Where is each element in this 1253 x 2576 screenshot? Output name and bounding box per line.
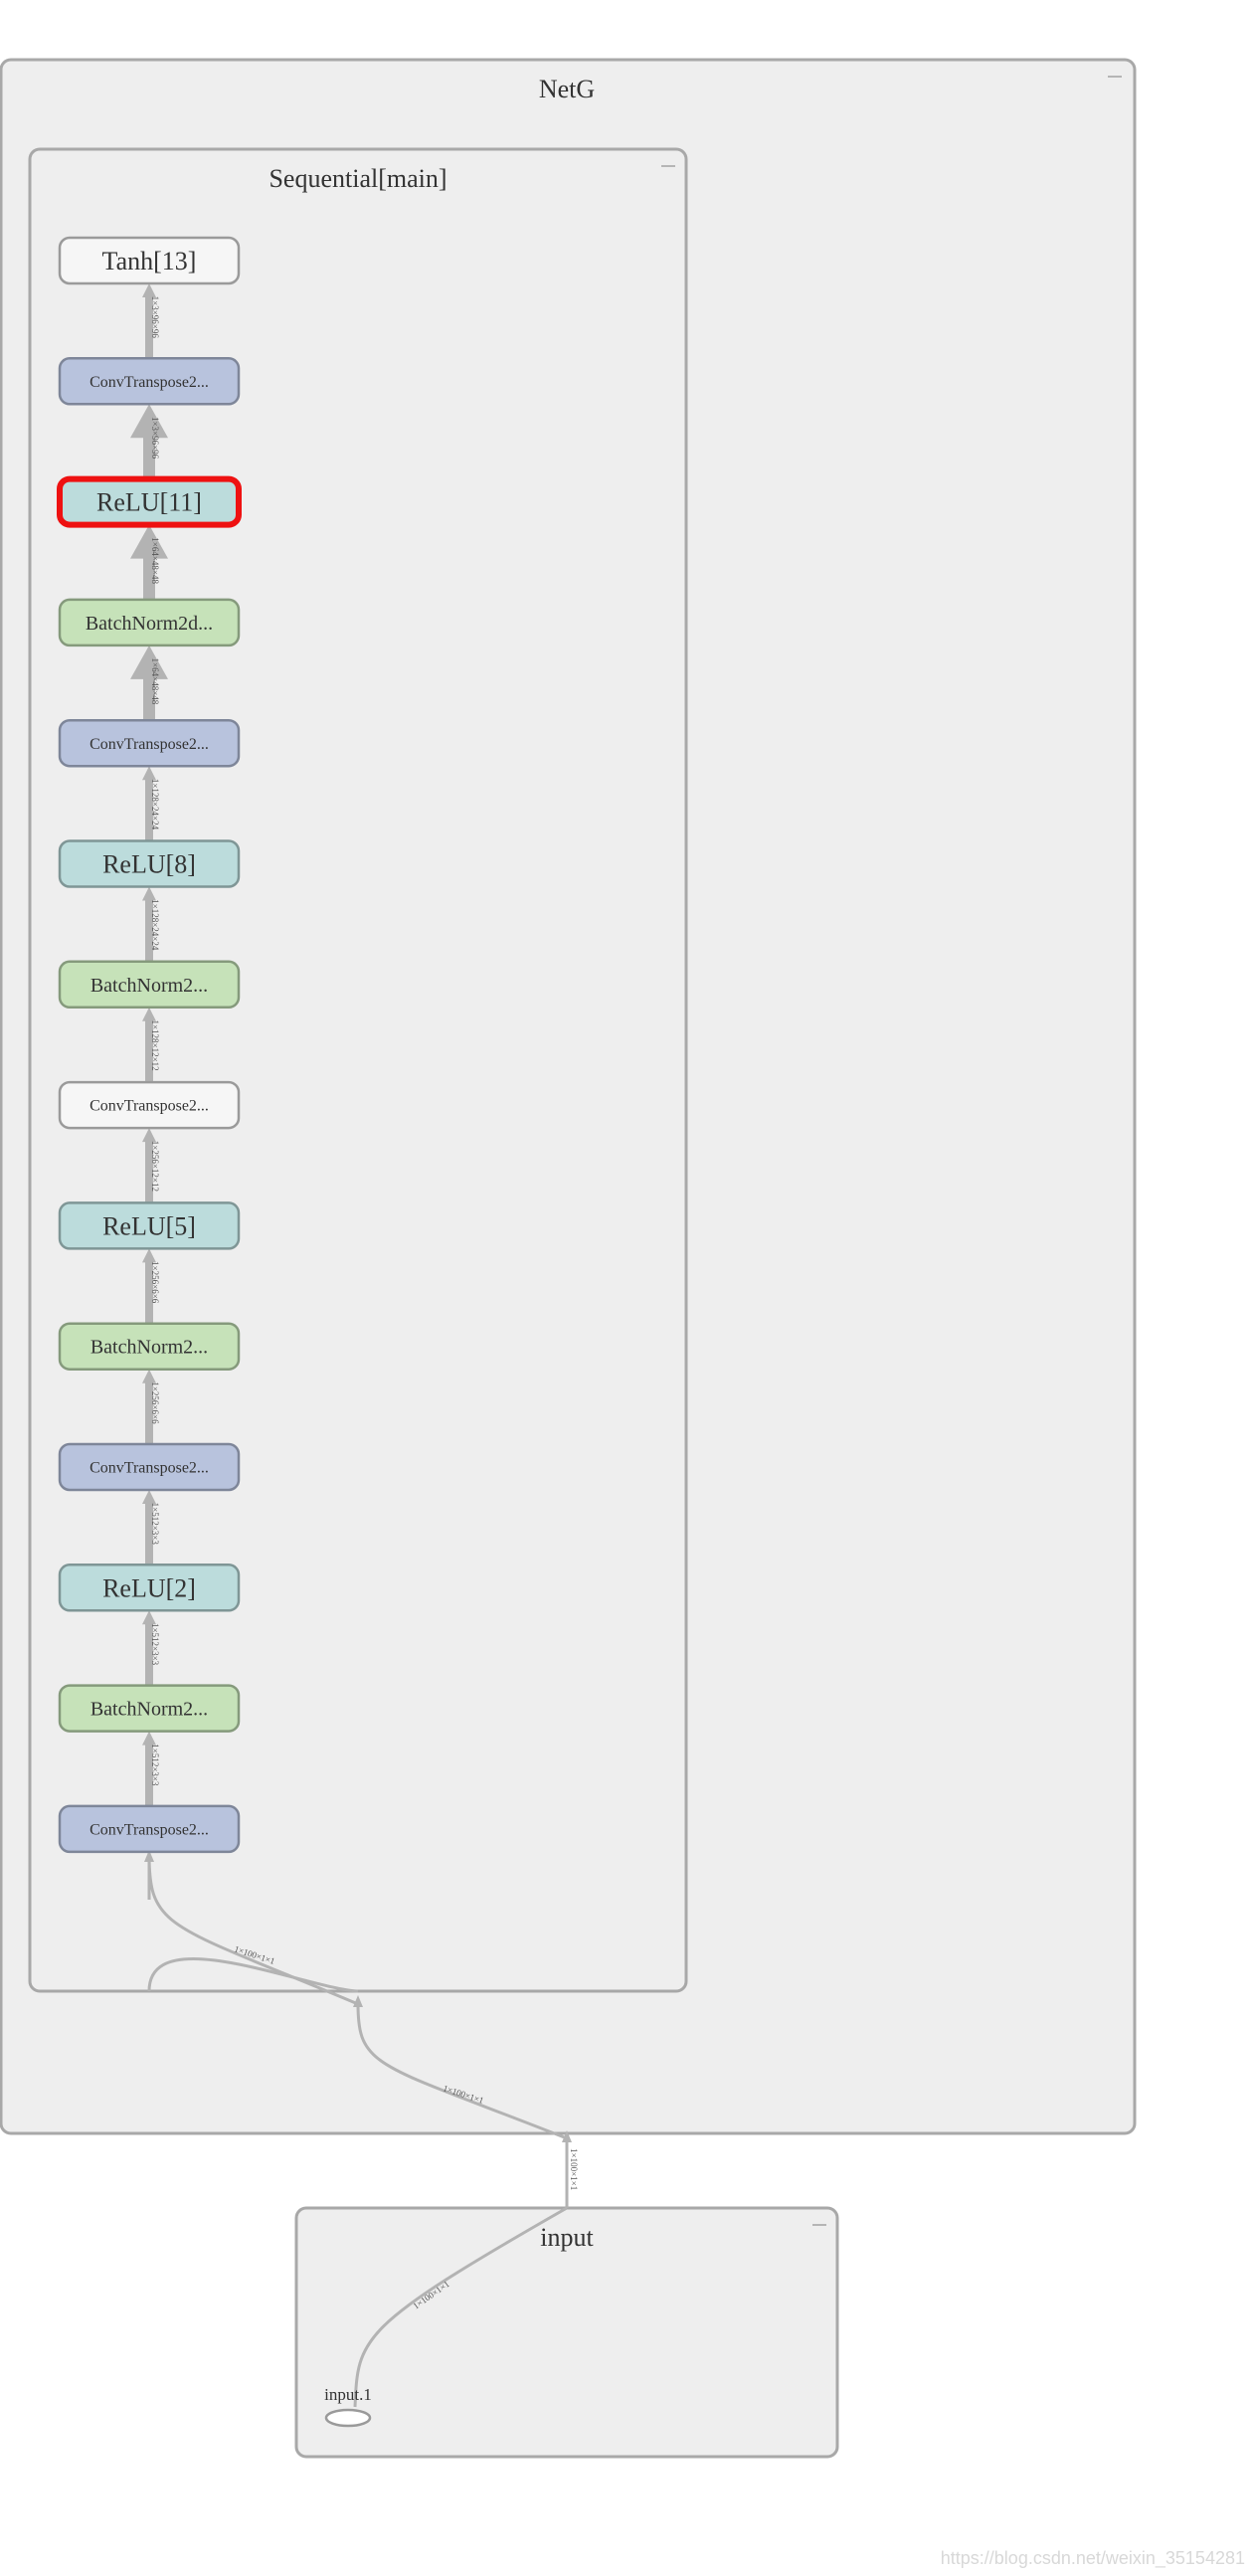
chain-edge-label: 1×128×12×12 [150,1019,160,1070]
chain-edge-label: 1×128×24×24 [150,899,160,951]
chain-edge-arrow [130,644,168,679]
chain-edge [145,778,153,841]
chain-edge-label: 1×64×48×48 [150,658,160,705]
edge-netg-in [356,2003,568,2140]
graph-node-relu-2[interactable]: ReLU[2] [58,1564,241,1612]
chain-edge [145,1380,153,1444]
edge-netg-in-arrow [353,1995,363,2007]
node-label: ReLU[11] [96,488,202,517]
chain-edge [143,554,155,600]
chain-nodes: Tanh[13] ConvTranspose2... ReLU[11] BatchNo… [57,236,242,1854]
input-node[interactable]: input.1 [324,2385,372,2428]
node-label: ConvTranspose2... [90,1098,209,1115]
chain-edge-arrow [142,886,156,901]
chain-edge-label: 1×256×6×6 [150,1261,160,1304]
node-label: ConvTranspose2... [90,1460,209,1477]
graph-node-batchnorm2[interactable]: BatchNorm2... [58,960,241,1010]
node-label: BatchNorm2... [90,1337,208,1359]
chain-edge-arrow [142,283,156,297]
node-shape[interactable] [58,1201,241,1250]
graph-node-batchnorm2[interactable]: BatchNorm2... [58,1684,241,1733]
chain-edge [145,1260,153,1324]
chain-edge-arrow [130,404,168,439]
node-shape[interactable] [58,960,241,1010]
chain-edge-arrow [142,1369,156,1383]
main-title: Sequential[main] [268,164,447,193]
graph-node-tanh-13[interactable]: Tanh[13] [58,236,241,285]
chain-edge-arrow [142,766,156,781]
chain-edge-label: 1×3×96×96 [150,296,160,339]
chain-edge-arrow [130,524,168,559]
node-label: ReLU[2] [102,1573,196,1602]
node-label: ReLU[5] [102,1212,196,1241]
chain-edge-arrow [142,1248,156,1263]
edge-port-label: 1×100×1×1 [569,2148,579,2190]
graph-node-convtranspose2[interactable]: ConvTranspose2... [58,1804,241,1854]
chain-edge-arrow [142,1610,156,1625]
node-shape[interactable] [58,1564,241,1612]
chain-edge [145,1018,153,1083]
graph-node-relu-5[interactable]: ReLU[5] [58,1201,241,1250]
chain-edge-label: 1×512×3×3 [150,1623,160,1666]
node-shape[interactable] [58,357,241,406]
chain-edge [145,1140,153,1203]
node-shape[interactable] [58,1804,241,1854]
graph-node-convtranspose2[interactable]: ConvTranspose2... [58,357,241,406]
node-shape[interactable] [58,1322,241,1371]
graph-node-convtranspose2[interactable]: ConvTranspose2... [58,718,241,768]
input-title: input [540,2223,594,2252]
chain-edge-label: 1×512×3×3 [150,1744,160,1786]
chain-edge-label: 1×256×6×6 [150,1381,160,1424]
chain-edge-label: 1×512×3×3 [150,1503,160,1546]
node-label: Tanh[13] [102,247,197,276]
node-label: BatchNorm2... [90,975,208,997]
node-shape[interactable] [58,718,241,768]
node-label: ConvTranspose2... [90,374,209,391]
graph-node-batchnorm2[interactable]: BatchNorm2... [58,1322,241,1371]
watermark-text: https://blog.csdn.net/weixin_35154281 [941,2548,1245,2569]
netg-title: NetG [539,75,595,103]
node-shape[interactable] [58,236,241,285]
chain-edge [145,898,153,962]
node-shape[interactable] [58,598,241,647]
chain-edge [145,1743,153,1806]
chain-edge-label: 1×256×12×12 [150,1141,160,1192]
node-label: BatchNorm2d... [86,613,213,635]
chain-edge-label: 1×128×24×24 [150,779,160,830]
graph-node-convtranspose2[interactable]: ConvTranspose2... [58,1442,241,1492]
graph-node-relu-8[interactable]: ReLU[8] [58,839,241,888]
node-shape[interactable] [58,1080,241,1130]
node-shape[interactable] [58,1442,241,1492]
edge-input-out [353,2206,568,2408]
node-shape[interactable] [58,839,241,888]
graph-node-relu-11[interactable]: ReLU[11] [57,475,242,528]
input-node-label: input.1 [324,2385,372,2404]
chain-edge [145,295,153,359]
chain-edge [145,1622,153,1686]
edge-main-in-arrow [144,1850,154,1862]
edge-main-in [147,1854,359,2006]
chain-edge [143,434,155,479]
chain-edge-arrow [142,1128,156,1143]
node-label: ConvTranspose2... [90,736,209,753]
node-label: ConvTranspose2... [90,1822,209,1839]
edge-main-to-conv [147,1957,359,1993]
node-label: ReLU[8] [102,850,196,879]
input-node-shape[interactable] [324,2408,372,2428]
edge-port-arrow [562,2130,572,2142]
node-shape[interactable] [57,475,242,528]
chain-edge [143,674,155,721]
node-label: BatchNorm2... [90,1699,208,1721]
node-shape[interactable] [58,1684,241,1733]
chain-edges: 1×3×96×96 1×3×96×96 1×64×48×48 1×64×48×48 1×… [130,283,168,1806]
chain-edge-label: 1×3×96×96 [150,417,160,460]
chain-edge-label: 1×64×48×48 [150,537,160,584]
chain-edge [145,1502,153,1565]
chain-edge-arrow [142,1007,156,1021]
graph-node-batchnorm2d[interactable]: BatchNorm2d... [58,598,241,647]
graph-node-convtranspose2[interactable]: ConvTranspose2... [58,1080,241,1130]
chain-edge-arrow [142,1731,156,1746]
chain-edge-arrow [142,1490,156,1504]
